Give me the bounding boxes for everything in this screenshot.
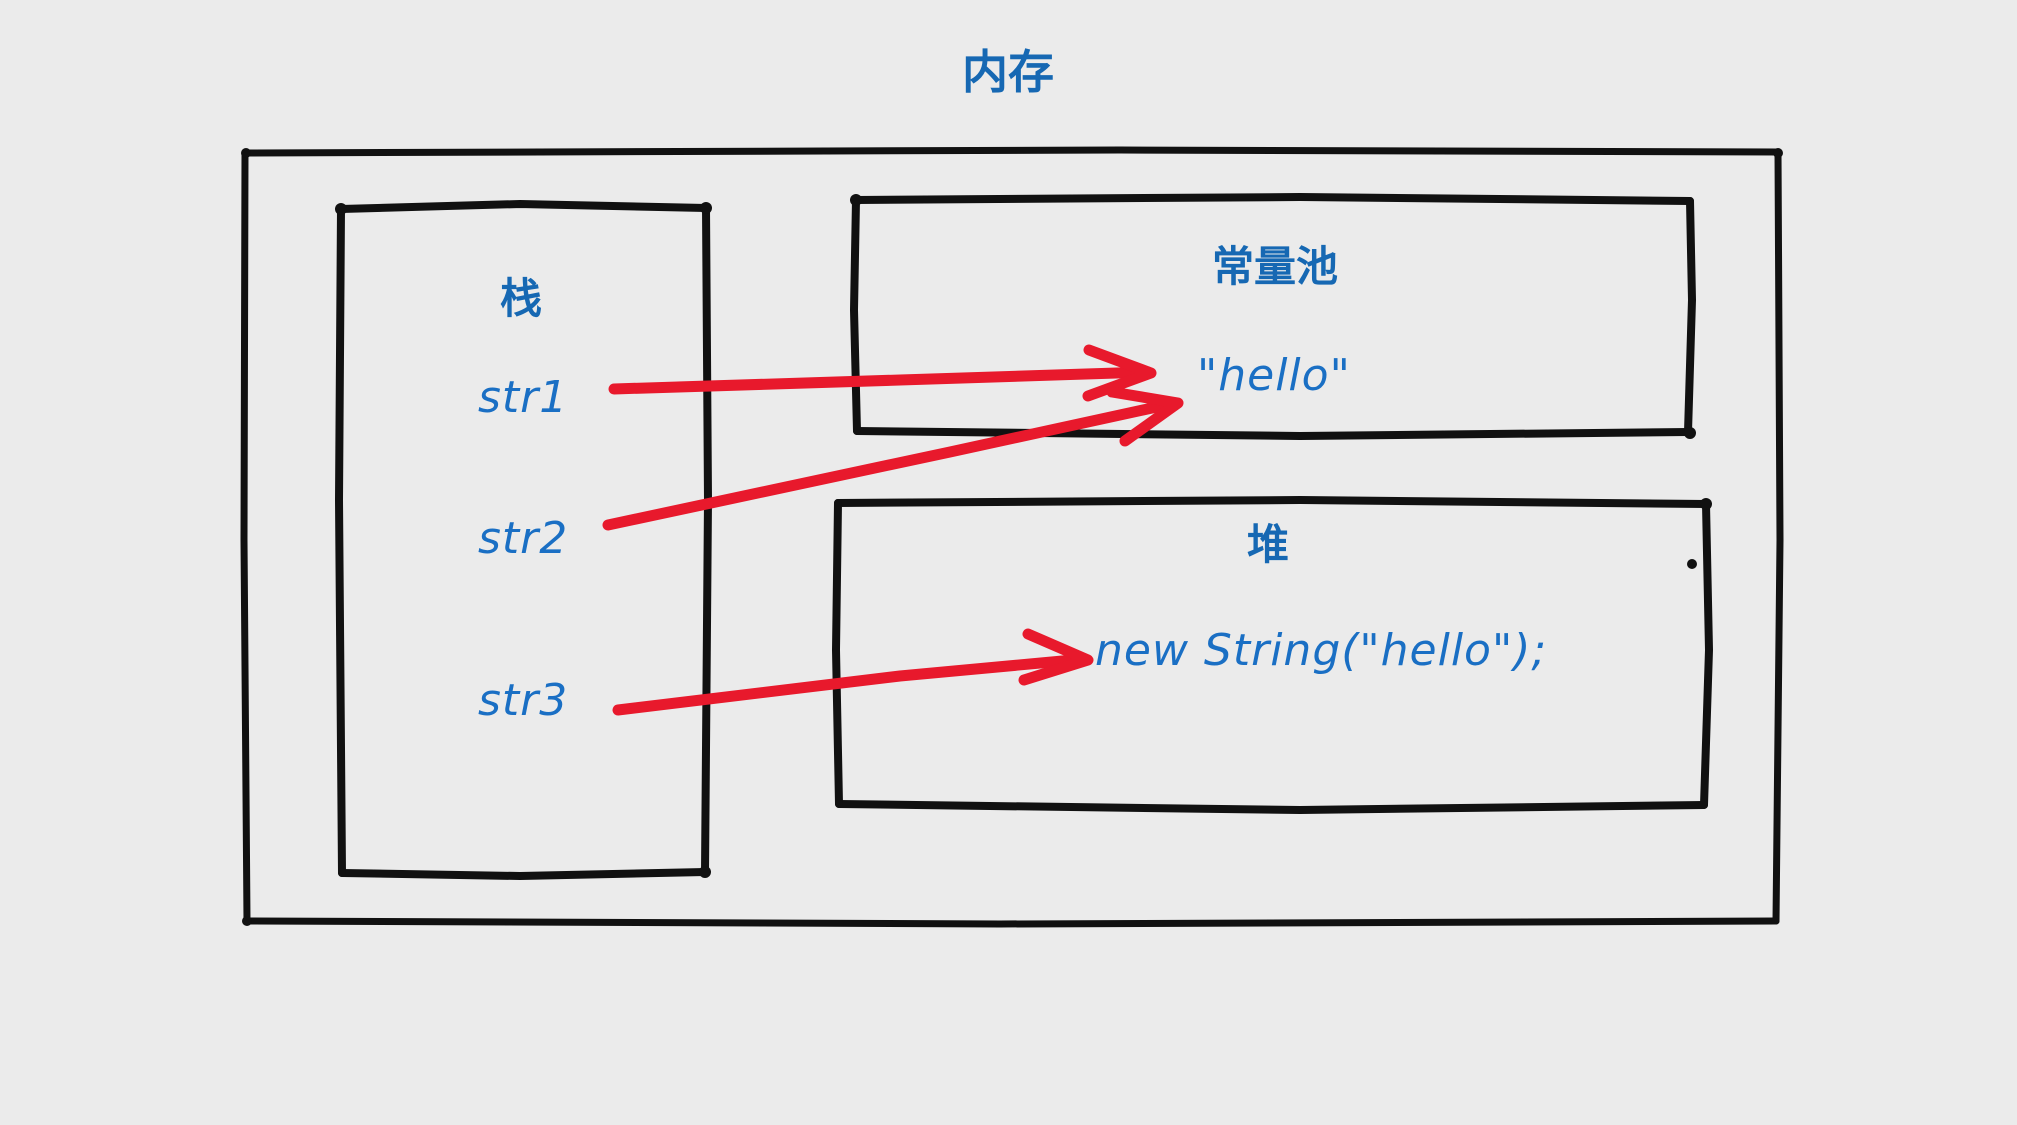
memory-box (240, 146, 1784, 928)
heap-label: 堆 (1247, 520, 1289, 569)
stack-label: 栈 (500, 274, 542, 323)
arrow-str2-to-hello (602, 386, 1184, 531)
stack-box-corner-dot-tl (335, 203, 347, 215)
constant-pool-corner-dot-tl (850, 194, 862, 206)
diagram-title: 内存 (962, 45, 1054, 99)
heap-value-new-string: new String("hello"); (1095, 625, 1547, 676)
stack-var-str2: str2 (478, 513, 568, 564)
stack-var-str3: str3 (478, 675, 568, 726)
constant-pool-label: 常量池 (1212, 242, 1338, 291)
memory-box-corner-dot-tl (241, 148, 251, 158)
memory-box-corner-dot-bl (242, 916, 252, 926)
constant-pool-value-hello: "hello" (1197, 350, 1351, 401)
heap-corner-dot-tr (1700, 498, 1712, 510)
heap-box (832, 496, 1713, 814)
stack-box (335, 200, 712, 880)
arrow-str3-to-new-string (612, 628, 1094, 716)
stack-var-str1: str1 (478, 372, 568, 423)
stack-box-corner-dot-tr (700, 202, 712, 214)
heap-stray-dot (1687, 559, 1697, 569)
constant-pool-corner-dot-br (1684, 427, 1696, 439)
stack-box-corner-dot-br (699, 866, 711, 878)
constant-pool-box (850, 193, 1696, 440)
memory-box-corner-dot-tr (1773, 148, 1783, 158)
